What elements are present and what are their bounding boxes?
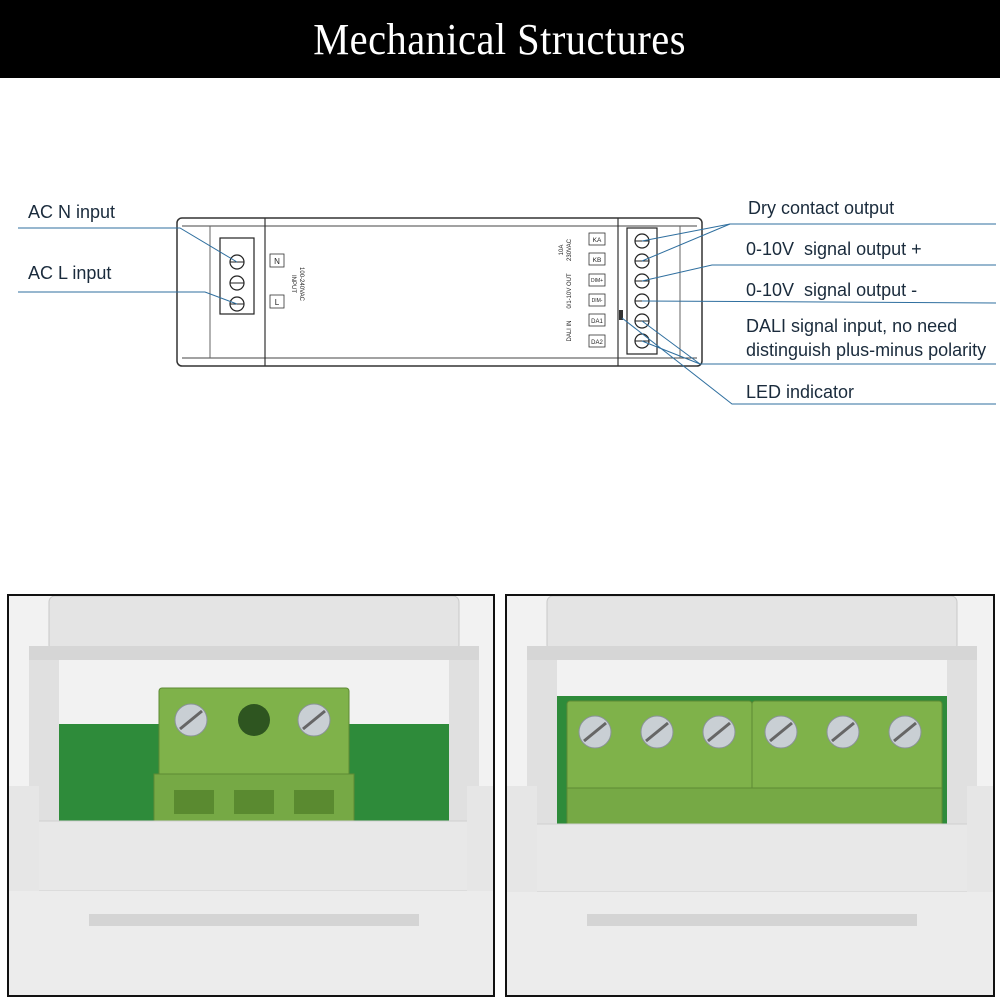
label-dry-contact: Dry contact output: [748, 198, 894, 218]
output-ka-box: [588, 232, 606, 246]
dali-in-text: DALI IN: [567, 320, 573, 341]
relay-rating-2: 230VAC: [567, 238, 573, 261]
input-screw-2: [229, 275, 245, 291]
label-dali-line1: DALI signal input, no need: [746, 316, 957, 336]
output-da2-label: DA2: [591, 340, 603, 346]
ac-l-callout-line: [18, 291, 238, 305]
label-ac-n-input: AC N input: [28, 202, 115, 222]
input-terminal-block: [219, 237, 255, 315]
plus-callout-line: [641, 264, 996, 282]
title-bar: Mechanical Structures: [0, 0, 1000, 78]
label-led-indicator: LED indicator: [746, 382, 854, 402]
output-kb-box: [588, 252, 606, 266]
ac-n-callout-line: [18, 227, 238, 263]
terminal-block-6-pin-icon: [507, 596, 993, 995]
dali-callout-b: [641, 340, 701, 365]
device-body: [176, 217, 703, 367]
output-da2-box: [588, 334, 606, 348]
output-terminal-block: [626, 227, 658, 355]
terminal-block-3-pin-icon: [9, 596, 493, 995]
mechanical-diagram: N L INPUT 100-240VAC KA KB DIM+ DIM- DA1…: [18, 198, 997, 405]
input-l-box: [269, 294, 285, 309]
output-da1-box: [588, 313, 606, 327]
dim-out-text: 0/1-10V OUT: [567, 273, 573, 309]
output-dimplus-label: DIM+: [591, 278, 603, 284]
dry-callout-a: [641, 223, 731, 242]
photo-output-terminal: [505, 594, 995, 997]
relay-rating-1: 10A: [559, 245, 565, 256]
output-dimplus-box: [588, 273, 606, 287]
label-dali-line2: distinguish plus-minus polarity: [746, 340, 986, 360]
led-callout-line: [621, 317, 996, 405]
led-indicator: [619, 310, 623, 320]
output-dimminus-label: DIM-: [592, 298, 603, 304]
label-signal-minus: 0-10V signal output -: [746, 280, 917, 300]
input-l-label: L: [275, 298, 280, 307]
minus-callout-line: [641, 300, 997, 304]
input-rating-1: INPUT: [290, 275, 296, 293]
dry-callout-b: [641, 223, 731, 262]
label-signal-plus: 0-10V signal output +: [746, 239, 922, 259]
label-ac-l-input: AC L input: [28, 263, 111, 283]
output-ka-label: KA: [593, 237, 602, 244]
output-da1-label: DA1: [591, 319, 603, 325]
output-kb-label: KB: [593, 257, 602, 264]
input-rating-2: 100-240VAC: [298, 267, 304, 302]
input-n-box: [269, 253, 285, 268]
page-title: Mechanical Structures: [313, 14, 687, 64]
photo-input-terminal: [7, 594, 495, 997]
output-dimminus-box: [588, 293, 606, 307]
dali-callout-a: [641, 320, 701, 365]
input-n-label: N: [274, 257, 280, 266]
